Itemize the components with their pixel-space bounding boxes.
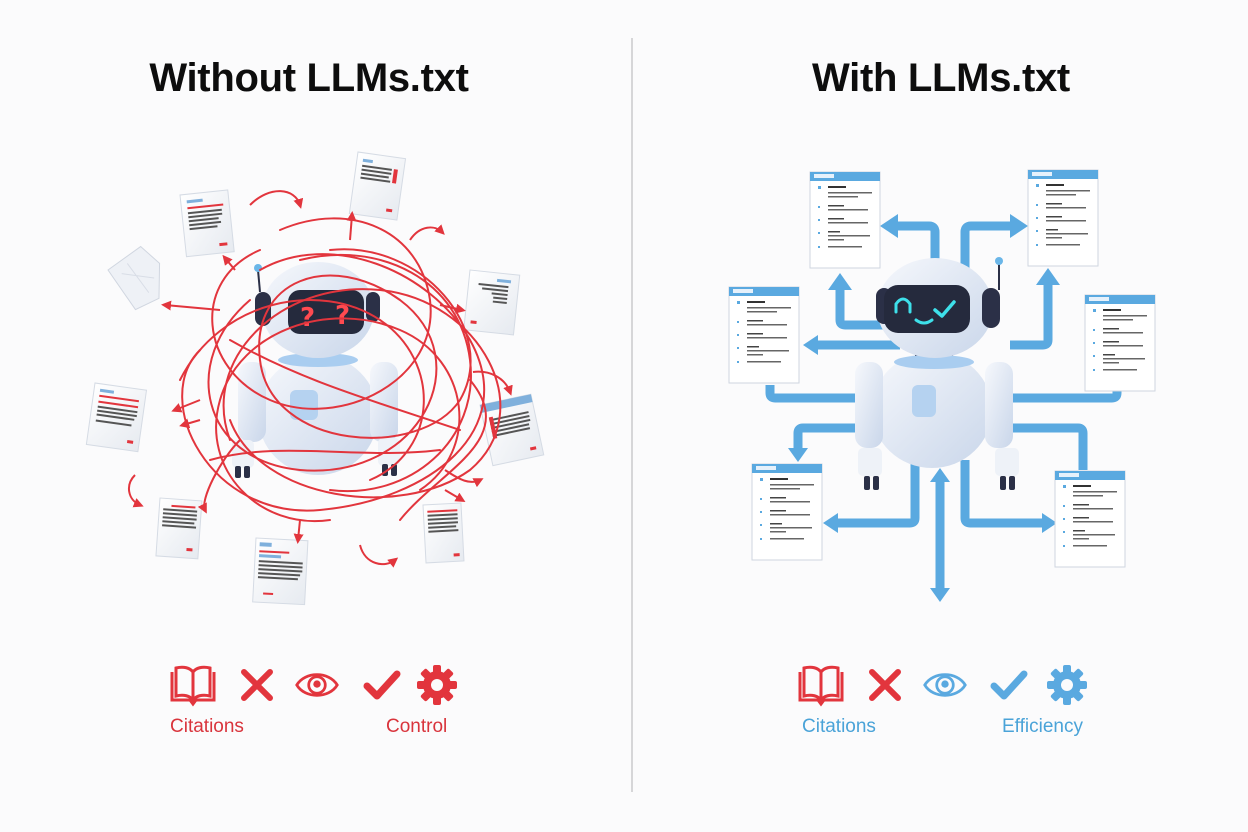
label-citations-right: Citations — [802, 716, 876, 737]
svg-text:?: ? — [300, 303, 315, 333]
eye-icon — [922, 660, 968, 710]
label-control: Control — [386, 716, 448, 737]
tangled-paths — [179, 217, 502, 523]
eye-icon — [294, 660, 340, 710]
panel-title-with: With LLMs.txt — [812, 56, 1070, 100]
with-llms-panel: With LLMs.txt — [624, 0, 1248, 832]
structured-arrows — [765, 221, 1122, 590]
scattered-documents — [85, 151, 545, 606]
x-icon — [860, 660, 910, 710]
chaotic-retrieval-illustration: ? ? — [85, 151, 545, 606]
label-citations-left: Citations — [170, 716, 244, 737]
svg-text:?: ? — [335, 301, 350, 331]
without-llms-panel: Without LLMs.txt — [85, 56, 545, 737]
book-icon — [796, 660, 846, 710]
arrow-heads — [788, 214, 1060, 602]
x-icon — [232, 660, 282, 710]
panel-divider — [631, 38, 633, 792]
confused-robot: ? ? — [232, 262, 400, 478]
gear-icon — [1042, 660, 1092, 710]
structured-retrieval-illustration — [728, 169, 1156, 602]
happy-robot — [855, 257, 1019, 490]
gear-icon — [412, 660, 462, 710]
book-icon — [168, 660, 218, 710]
check-icon — [984, 660, 1034, 710]
label-efficiency: Efficiency — [1002, 716, 1083, 737]
scatter-arrows — [128, 190, 513, 568]
panel-title-without: Without LLMs.txt — [149, 56, 469, 100]
check-icon — [357, 660, 407, 710]
